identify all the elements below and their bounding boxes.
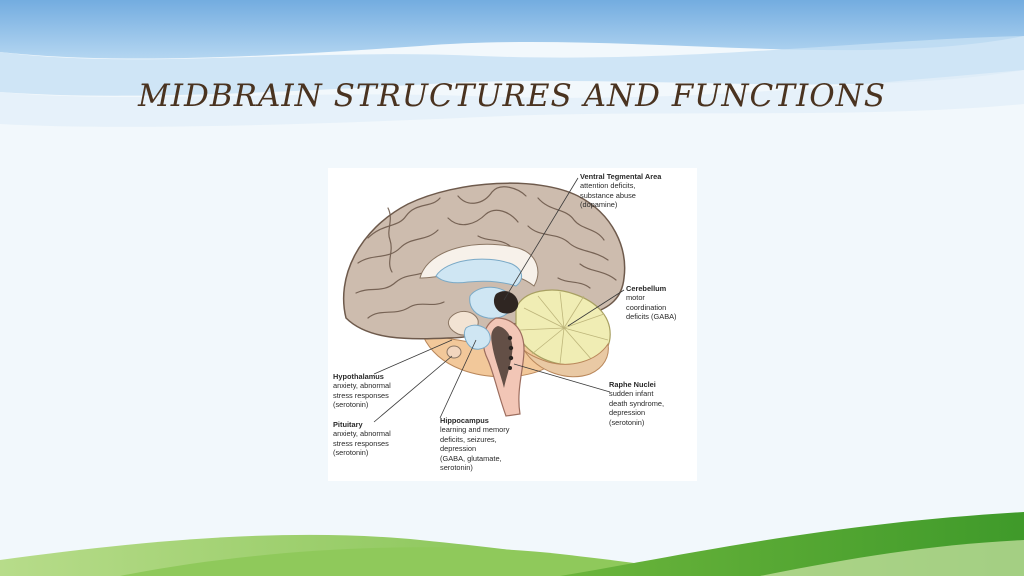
label-vta: Ventral Tegmental Area attention deficit… (580, 172, 661, 210)
bottom-grass-decoration (0, 512, 1024, 576)
label-raphe-nuclei-desc: sudden infant death syndrome, depression… (609, 389, 664, 427)
label-cerebellum: Cerebellum motor coordination deficits (… (626, 284, 677, 322)
label-hypothalamus-desc: anxiety, abnormal stress responses (sero… (333, 381, 391, 409)
slide-title: MIDBRAIN STRUCTURES AND FUNCTIONS (0, 78, 1024, 114)
label-hippocampus-desc: learning and memory deficits, seizures, … (440, 425, 509, 472)
label-pituitary-desc: anxiety, abnormal stress responses (sero… (333, 429, 391, 457)
label-pituitary: Pituitary anxiety, abnormal stress respo… (333, 420, 391, 458)
label-vta-name: Ventral Tegmental Area (580, 172, 661, 181)
pituitary-shape (447, 346, 461, 358)
label-cerebellum-desc: motor coordination deficits (GABA) (626, 293, 677, 321)
label-hippocampus-name: Hippocampus (440, 416, 509, 425)
label-cerebellum-name: Cerebellum (626, 284, 677, 293)
label-vta-desc: attention deficits, substance abuse (dop… (580, 181, 661, 209)
brain-diagram: Ventral Tegmental Area attention deficit… (328, 168, 697, 481)
label-pituitary-name: Pituitary (333, 420, 391, 429)
label-hypothalamus: Hypothalamus anxiety, abnormal stress re… (333, 372, 391, 410)
label-raphe-nuclei-name: Raphe Nuclei (609, 380, 664, 389)
label-raphe-nuclei: Raphe Nuclei sudden infant death syndrom… (609, 380, 664, 427)
label-hypothalamus-name: Hypothalamus (333, 372, 391, 381)
label-hippocampus: Hippocampus learning and memory deficits… (440, 416, 509, 472)
